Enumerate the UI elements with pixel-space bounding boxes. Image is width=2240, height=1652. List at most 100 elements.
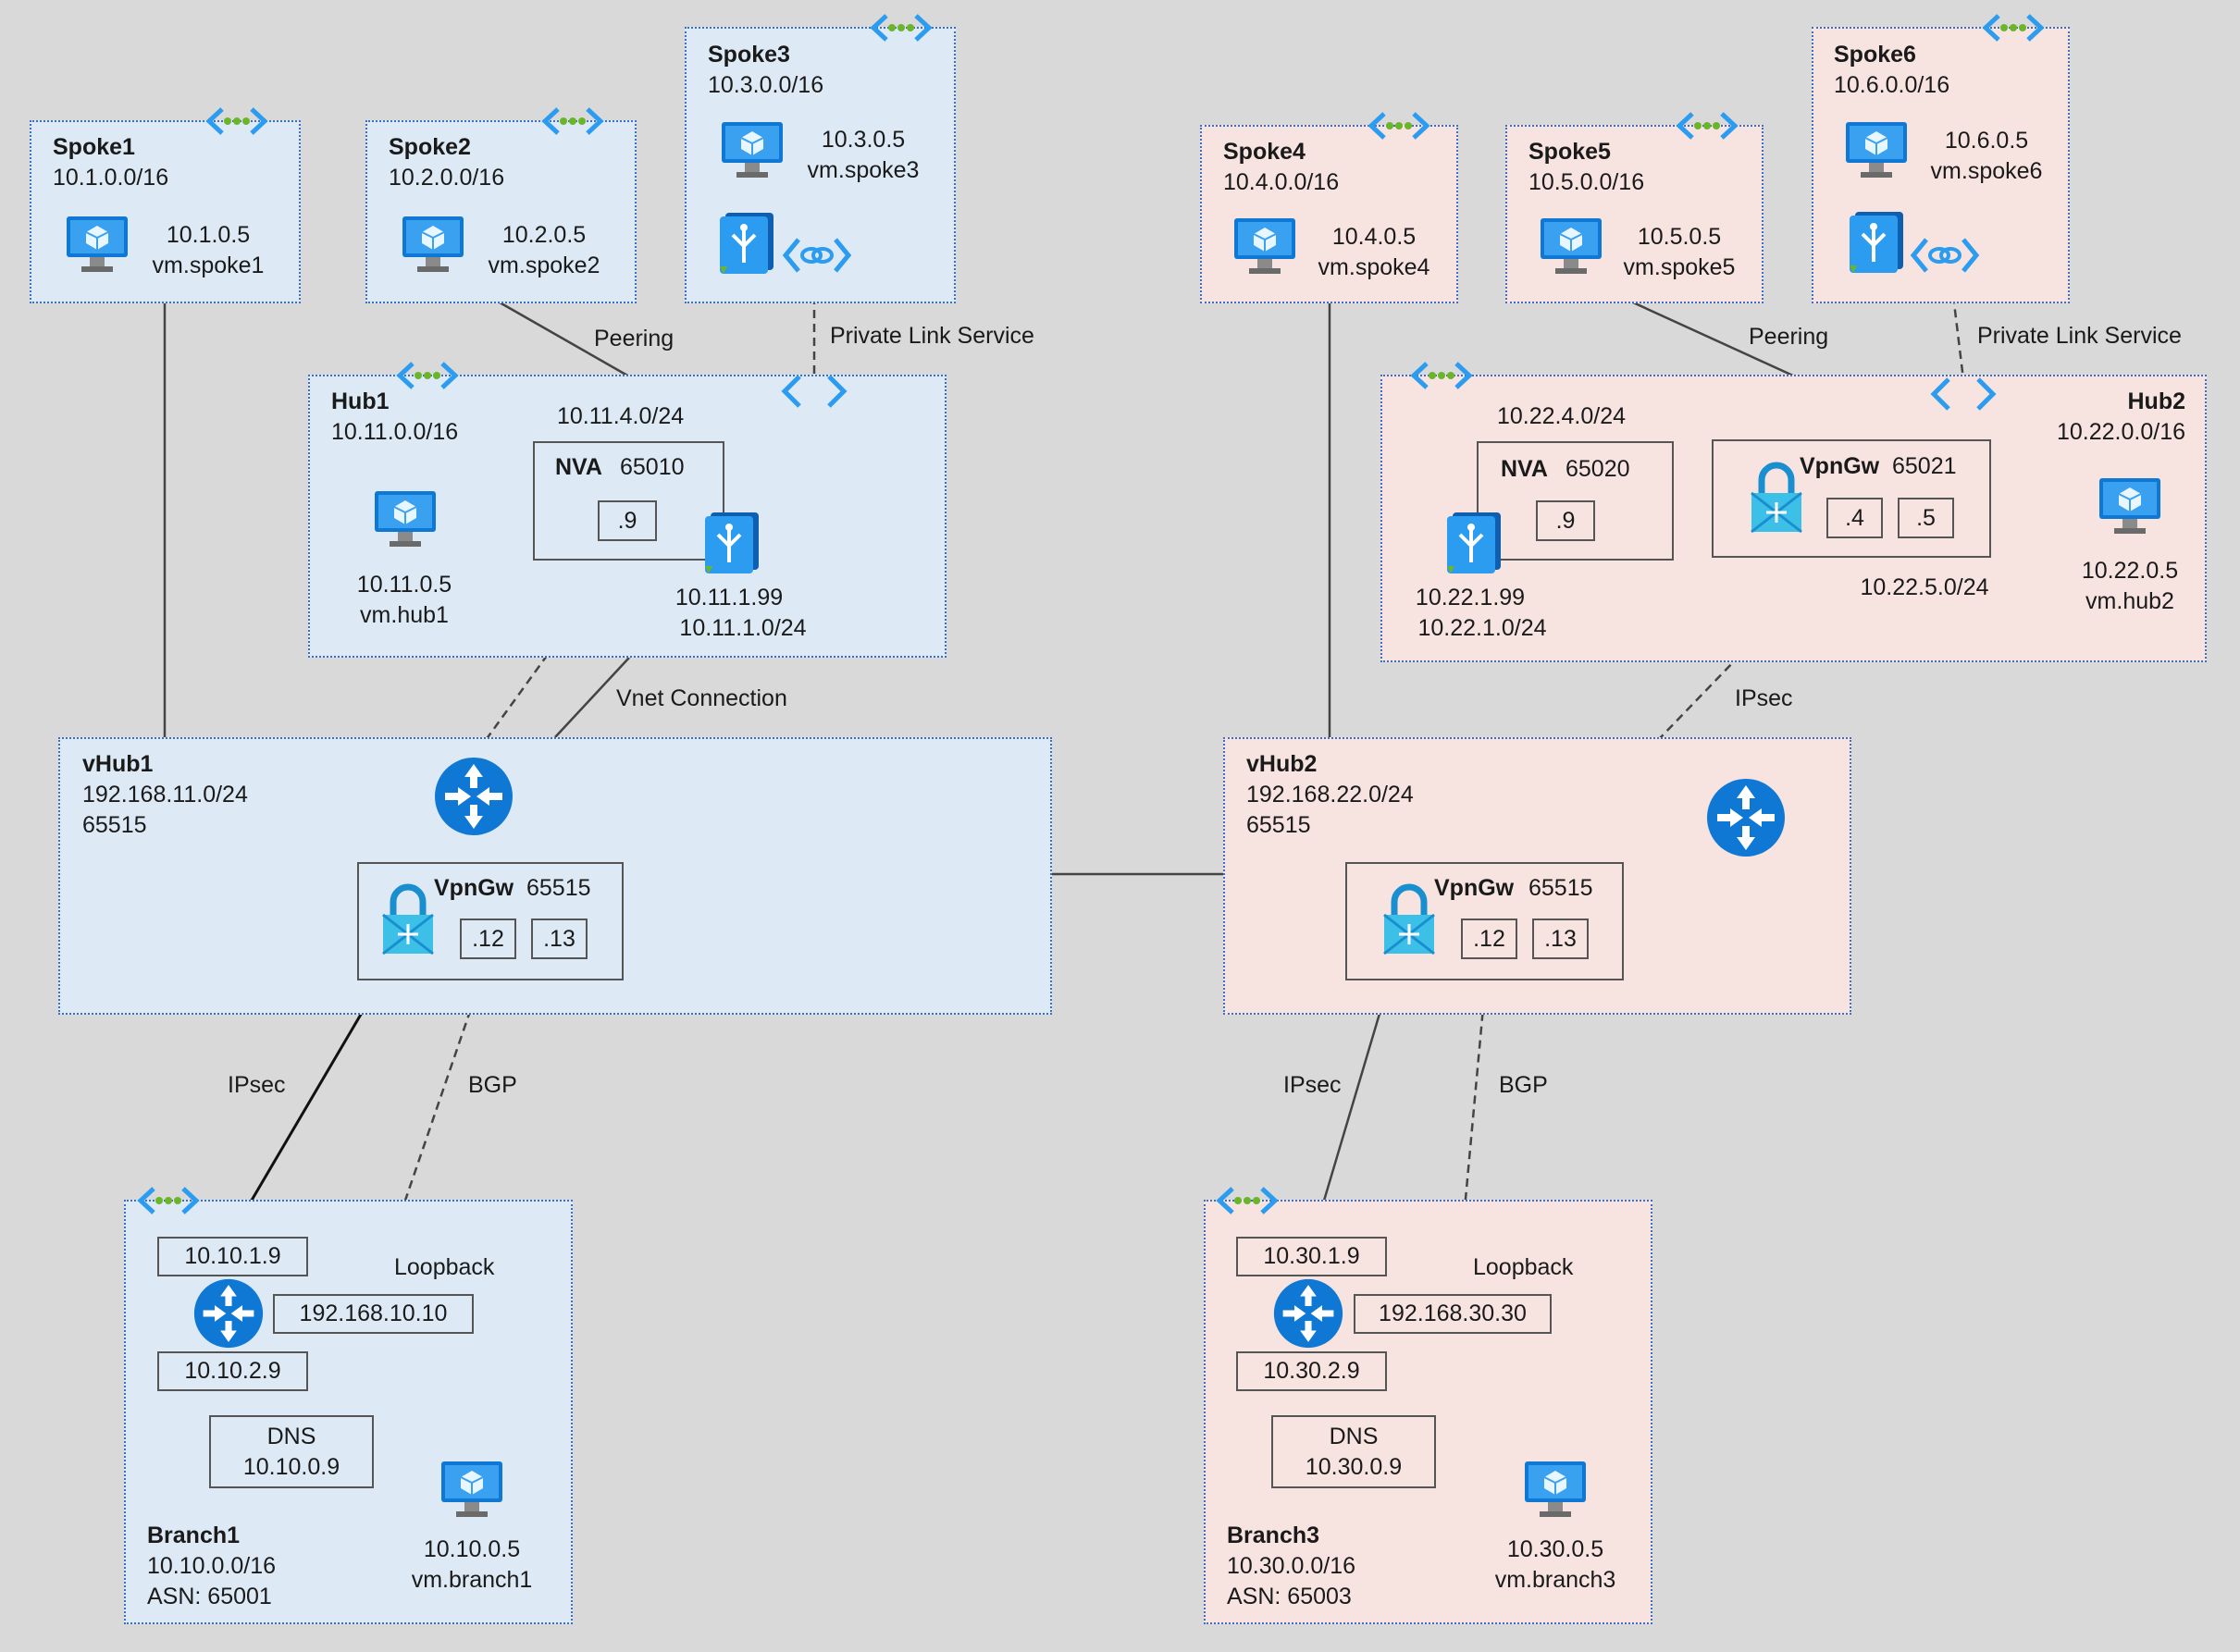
private-endpoint-icon	[781, 375, 848, 408]
vhub2-vpngw-label: VpnGw	[1434, 875, 1515, 901]
branch3-cidr: 10.30.0.0/16	[1227, 1553, 1356, 1579]
spoke3-title: Spoke3	[708, 42, 790, 68]
vm-icon	[402, 216, 464, 272]
spoke1-vm-name: vm.spoke1	[152, 253, 265, 278]
branch3-dns-box	[1271, 1415, 1436, 1488]
hub2-vpngw-label: VpnGw	[1800, 453, 1880, 479]
vhub2-cidr: 192.168.22.0/24	[1246, 782, 1414, 808]
spoke4-vm-ip: 10.4.0.5	[1331, 224, 1417, 250]
vm-icon	[1541, 218, 1602, 274]
hub1-nva-box	[533, 441, 724, 561]
vnet-icon	[1368, 112, 1430, 140]
hub2-nva-box	[1477, 441, 1674, 561]
spoke4-vm-name: vm.spoke4	[1318, 254, 1430, 280]
vm-icon	[1525, 1461, 1586, 1517]
hub1-vm-ip: 10.11.0.5	[356, 572, 452, 598]
branch1-dns-box	[209, 1415, 374, 1488]
hub2-nva-label: NVA	[1501, 456, 1548, 482]
spoke2-hub1-peering-line	[499, 301, 630, 378]
branch1-vnet	[124, 1200, 573, 1624]
spoke4-title: Spoke4	[1223, 139, 1306, 165]
router-icon	[435, 758, 513, 835]
hub2-cidr: 10.22.0.0/16	[2056, 419, 2185, 445]
spoke5-hub2-peering-line	[1632, 301, 1796, 378]
spoke1-title: Spoke1	[53, 134, 135, 160]
vhub1-vpngw-ip2: .13	[531, 918, 588, 959]
ipsec-label-hub2: IPsec	[1735, 685, 1793, 711]
spoke3-vm-name: vm.spoke3	[807, 157, 920, 183]
spoke2-vnet	[365, 120, 637, 303]
branch1-router-ip2: 10.10.2.9	[157, 1351, 308, 1391]
vpn-gateway-icon	[1751, 462, 1802, 534]
spoke3-vm-ip: 10.3.0.5	[821, 127, 906, 153]
vhub1-title: vHub1	[82, 751, 154, 777]
spoke6-vm-name: vm.spoke6	[1930, 158, 2043, 184]
vhub2-vpngw-ip1: .12	[1461, 918, 1517, 959]
vhub1	[58, 737, 1052, 1015]
branch3-dns-label: DNS	[1329, 1424, 1379, 1449]
hub2-vpngw-ip2: .5	[1898, 498, 1954, 538]
spoke2-cidr: 10.2.0.0/16	[389, 165, 505, 191]
hub2-vpngw-asn: 65021	[1892, 453, 1957, 479]
hub1-nva-label: NVA	[555, 454, 602, 480]
private-link-label-right: Private Link Service	[1977, 323, 2182, 349]
hub2-ilb-subnet: 10.22.1.0/24	[1417, 615, 1547, 641]
vhub1-vpngw-ip1: .12	[460, 918, 516, 959]
hub2-nva-subnet: 10.22.4.0/24	[1497, 403, 1627, 429]
spoke4-cidr: 10.4.0.0/16	[1223, 169, 1340, 195]
hub1-nva-asn: 65010	[620, 454, 685, 480]
bgp-label-branch1: BGP	[468, 1072, 517, 1098]
vm-icon	[441, 1461, 502, 1517]
spoke1-cidr: 10.1.0.0/16	[53, 165, 169, 191]
branch3-router-ip1: 10.30.1.9	[1236, 1237, 1387, 1276]
ipsec-label-branch3: IPsec	[1283, 1072, 1342, 1098]
branch1-loopback-label: Loopback	[394, 1254, 495, 1280]
vnet-icon	[396, 362, 459, 389]
spoke1-vnet	[30, 120, 301, 303]
vhub1-vpngw-label: VpnGw	[434, 875, 514, 901]
vm-icon	[67, 216, 128, 272]
vnet-icon	[1982, 14, 2045, 42]
spoke5-title: Spoke5	[1528, 139, 1611, 165]
branch1-vm-ip: 10.10.0.5	[423, 1536, 521, 1562]
spoke1-vm-ip: 10.1.0.5	[166, 222, 251, 248]
spoke6-vm-ip: 10.6.0.5	[1944, 128, 2029, 154]
vhub2-vpngw-asn: 65515	[1528, 875, 1593, 901]
branch1-dns-label: DNS	[266, 1424, 316, 1449]
hub2-nva-asn: 65020	[1566, 456, 1630, 482]
spoke5-cidr: 10.5.0.0/16	[1528, 169, 1645, 195]
private-endpoint-icon	[1930, 377, 1997, 411]
branch3-dns-ip: 10.30.0.9	[1305, 1454, 1403, 1480]
branch3-loopback-ip: 192.168.30.30	[1354, 1294, 1552, 1334]
branch3-asn: ASN: 65003	[1227, 1584, 1352, 1609]
spoke2-vm-ip: 10.2.0.5	[501, 222, 587, 248]
load-balancer-icon	[705, 512, 759, 573]
hub1-vm-name: vm.hub1	[360, 602, 449, 628]
vm-icon	[1846, 122, 1907, 178]
hub1-nva-subnet: 10.11.4.0/24	[557, 403, 685, 429]
vhub1-asn: 65515	[82, 812, 147, 838]
hub1-vhub1-vnet-connection-line	[554, 657, 630, 738]
spoke5-vnet	[1505, 125, 1764, 303]
vnet-icon	[1676, 112, 1739, 140]
vhub2-asn: 65515	[1246, 812, 1311, 838]
hub2-vm-ip: 10.22.0.5	[2081, 558, 2179, 584]
hub2-vpngw-box	[1712, 439, 1991, 558]
vhub2-vpngw-ip2: .13	[1532, 918, 1589, 959]
hub2-nva-ip: .9	[1536, 500, 1595, 541]
vnet-icon	[1216, 1187, 1279, 1214]
spoke2-vm-name: vm.spoke2	[488, 253, 600, 278]
branch1-vm-name: vm.branch1	[411, 1567, 533, 1593]
hub2-vpngw-ip1: .4	[1826, 498, 1883, 538]
hub2-title: Hub2	[2127, 388, 2186, 414]
bgp-label-branch3: BGP	[1499, 1072, 1548, 1098]
vpn-gateway-icon	[1383, 883, 1435, 955]
peering-label-right: Peering	[1749, 324, 1829, 350]
vnet-icon	[870, 14, 933, 42]
router-icon	[1707, 779, 1785, 857]
private-link-icon	[782, 238, 852, 273]
load-balancer-icon	[1850, 212, 1903, 273]
hub2-vm-name: vm.hub2	[2085, 588, 2174, 614]
branch3-vnet	[1204, 1200, 1652, 1624]
branch1-dns-ip: 10.10.0.9	[242, 1454, 340, 1480]
